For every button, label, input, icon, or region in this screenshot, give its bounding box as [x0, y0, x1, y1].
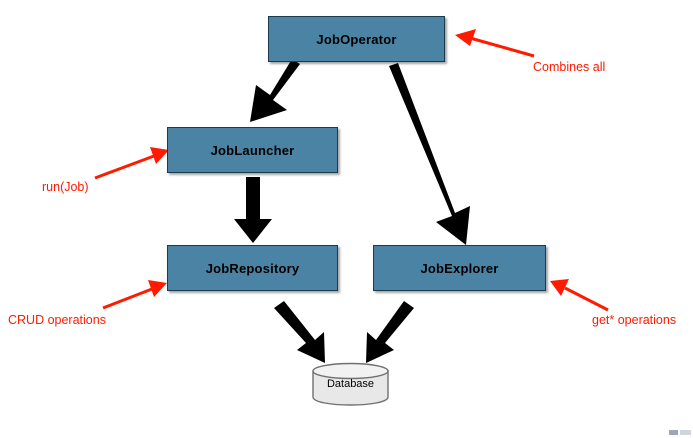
node-jobrepository-label: JobRepository [205, 260, 300, 276]
annotation-crud-operations: CRUD operations [8, 313, 106, 327]
connector-joboperator-joblauncher [250, 59, 300, 122]
node-jobrepository[interactable]: JobRepository [167, 245, 338, 291]
node-jobexplorer-label: JobExplorer [420, 260, 499, 276]
node-database[interactable]: Database [311, 362, 390, 406]
database-cylinder-icon [312, 362, 389, 406]
annotation-get-star-operations: get* operations [592, 313, 677, 327]
annotation-arrow-get-star [550, 279, 609, 312]
connector-joblauncher-jobrepository [234, 177, 272, 243]
node-joboperator-label: JobOperator [316, 31, 397, 47]
annotation-combines-all: Combines all [533, 60, 606, 74]
annotation-arrow-combines-all [455, 29, 535, 58]
annotation-arrow-crud [102, 280, 167, 310]
node-database-label: Database [326, 378, 375, 390]
node-joboperator[interactable]: JobOperator [268, 16, 445, 62]
corner-watermark-mark [669, 430, 691, 435]
annotation-arrow-run-job [94, 147, 169, 180]
node-joblauncher-label: JobLauncher [210, 142, 295, 158]
connector-joboperator-jobexplorer [389, 63, 470, 245]
node-joblauncher[interactable]: JobLauncher [167, 127, 338, 173]
node-jobexplorer[interactable]: JobExplorer [373, 245, 546, 291]
connector-jobrepository-database [274, 301, 325, 363]
connector-jobexplorer-database [366, 301, 414, 363]
annotation-run-job: run(Job) [42, 180, 89, 194]
